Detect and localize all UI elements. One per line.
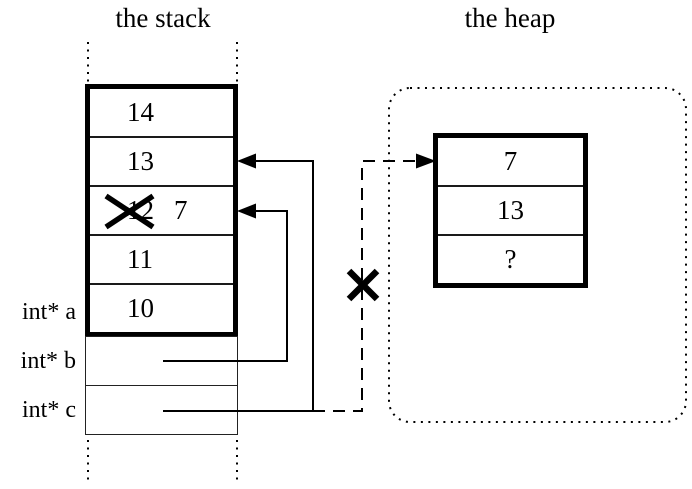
arrowhead-left-icon <box>237 203 256 219</box>
pointer-label-b: int* b <box>20 348 76 374</box>
stack-cell-new-value: 7 <box>174 195 188 225</box>
heap-object-box: 7 13 ? <box>433 133 588 288</box>
stack-cell-row4: 11 <box>90 234 233 283</box>
stack-cell-old-value: 12 <box>127 195 154 225</box>
stack-cell-value: 13 <box>127 146 154 176</box>
stack-cell-row5: 10 <box>90 283 233 332</box>
heap-cell-value: 13 <box>497 195 524 225</box>
stack-pointer-cells <box>85 336 238 435</box>
stack-cell-pointer-b <box>86 337 237 385</box>
heap-cell-row3: ? <box>438 234 583 283</box>
heap-cell-row2: 13 <box>438 185 583 234</box>
stack-cell-row1: 14 <box>90 89 233 136</box>
stack-cell-row3-overwritten: 12 7 <box>90 185 233 234</box>
stack-cell-pointer-c <box>86 385 237 434</box>
stack-cell-value: 11 <box>127 244 153 274</box>
dangling-pointer-dashed-arrow <box>313 153 436 412</box>
pointer-label-c: int* c <box>22 397 76 423</box>
heap-cell-row1: 7 <box>438 138 583 185</box>
arrowhead-left-icon <box>237 153 256 169</box>
stack-cell-value: 14 <box>127 97 154 127</box>
heap-cell-value: 7 <box>503 146 518 176</box>
stack-cell-row2: 13 <box>90 136 233 185</box>
stack-title: the stack <box>115 3 211 33</box>
broken-link-x-icon <box>349 271 377 299</box>
stack-cell-value: 10 <box>127 293 154 323</box>
heap-title: the heap <box>464 3 556 33</box>
heap-cell-value: ? <box>504 244 517 274</box>
pointer-label-a: int* a <box>22 299 76 325</box>
stack-frame-box: 14 13 12 7 11 10 <box>85 84 238 337</box>
